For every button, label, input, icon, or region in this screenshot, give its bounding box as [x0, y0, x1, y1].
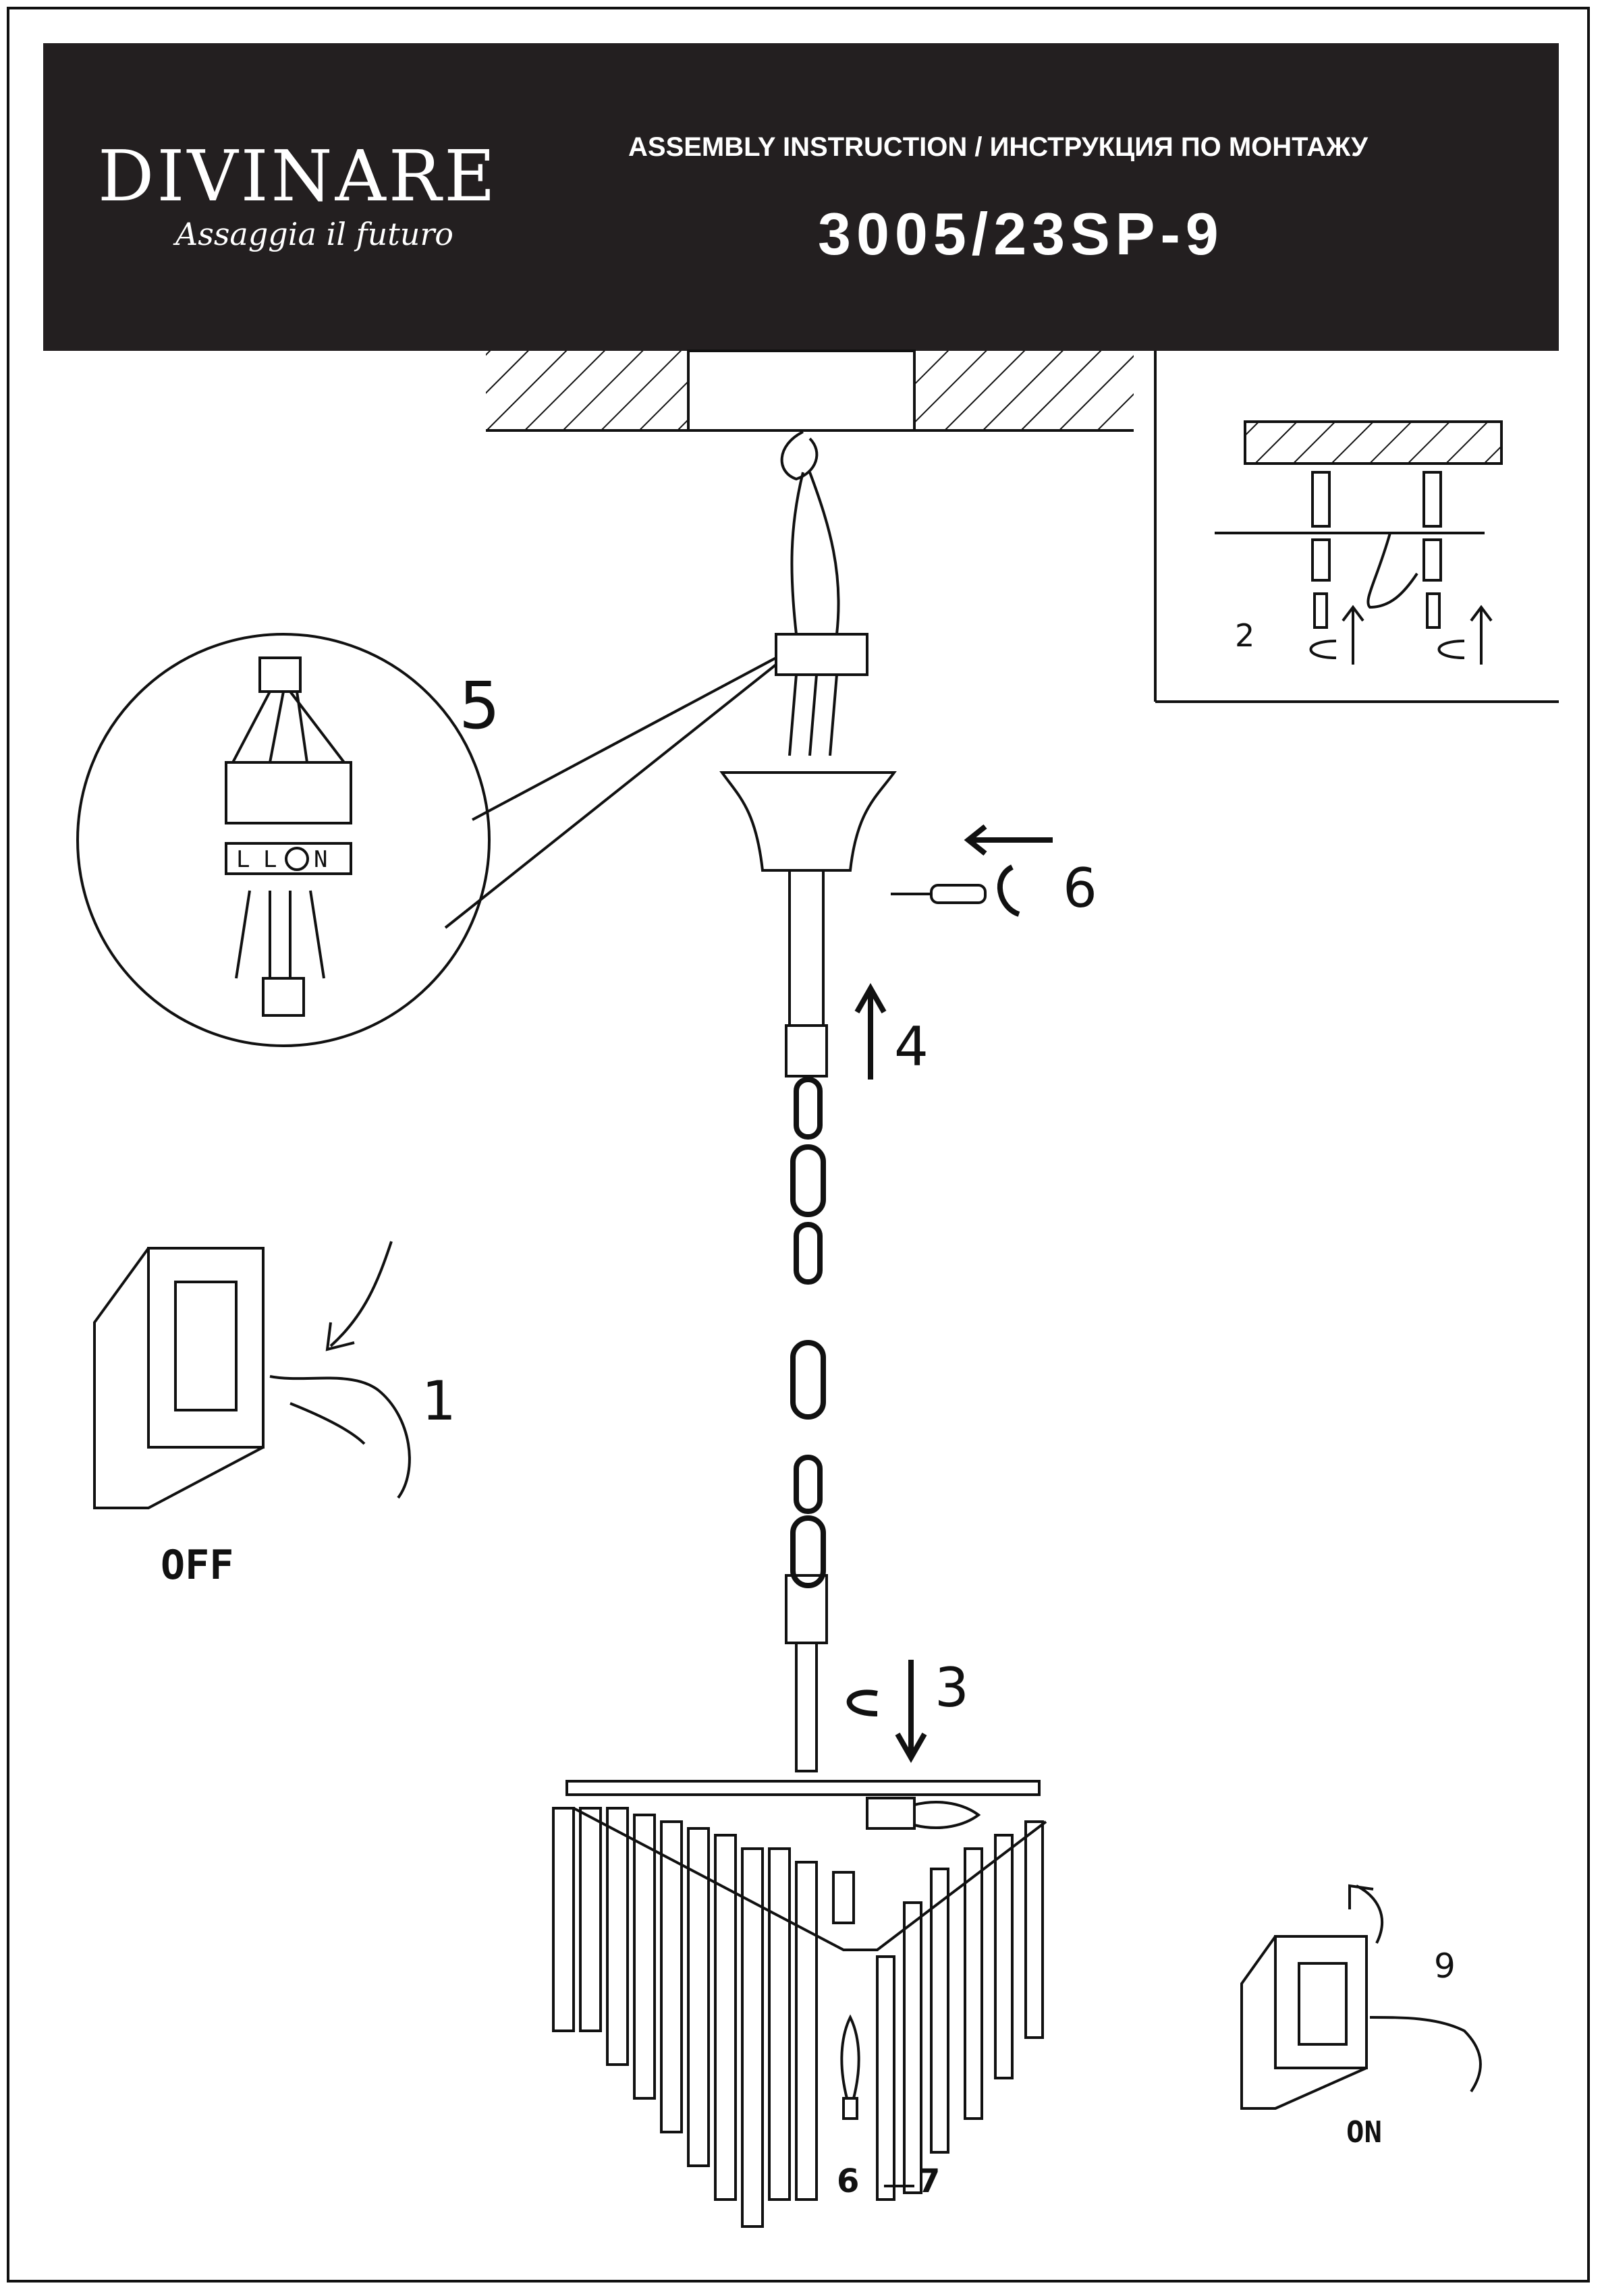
- page-title: ASSEMBLY INSTRUCTION / ИНСТРУКЦИЯ ПО МОН…: [628, 132, 1368, 162]
- mount-detail-box: [1154, 351, 1559, 703]
- bulb-icon: [840, 2014, 860, 2120]
- arrow-left-icon: [964, 824, 987, 856]
- rotate-arrow-icon: [1437, 640, 1465, 659]
- ground-icon: [285, 847, 309, 871]
- switch-on-icon: [1240, 1884, 1482, 2110]
- switch-off-icon: [93, 1247, 265, 1509]
- brand-tagline: Assaggia il futuro: [175, 216, 454, 252]
- page-frame: [7, 7, 1590, 2283]
- brand-logo: DIVINARE: [98, 135, 498, 217]
- hook-icon: [1366, 532, 1418, 609]
- header-banner: [43, 43, 1559, 351]
- screw-icon: [1311, 471, 1442, 629]
- rod-bottom: [785, 1574, 828, 1772]
- crystal-prisms: [552, 1807, 1044, 2228]
- terminal-label: N: [314, 846, 327, 873]
- step-1-label: 1: [422, 1370, 456, 1432]
- on-label: ON: [1346, 2115, 1382, 2150]
- arrow-up-icon: [854, 982, 887, 1080]
- arrow-down-icon: [895, 1660, 927, 1764]
- rotate-arrow-icon: [1309, 640, 1337, 659]
- ceiling-hook: [780, 430, 840, 635]
- rotate-arrow-icon: [997, 864, 1020, 917]
- arrow-up-icon: [1342, 605, 1364, 665]
- model-number: 3005/23SP-9: [818, 200, 1224, 267]
- curved-arrow-icon: [325, 1241, 393, 1351]
- terminal-label: L: [263, 846, 277, 873]
- step-9-label: 9: [1434, 1947, 1456, 1986]
- chandelier: [552, 1780, 1047, 2228]
- rotate-arrow-icon: [846, 1689, 878, 1716]
- off-label: OFF: [161, 1542, 234, 1589]
- arrow-up-icon: [1470, 605, 1493, 665]
- hand-icon: [269, 1375, 411, 1499]
- screwdriver-icon: [891, 884, 987, 904]
- canopy: [719, 771, 897, 1077]
- step-5-label: 5: [459, 668, 501, 744]
- wiring-detail-circle: [76, 633, 777, 1047]
- step-2-label: 2: [1235, 617, 1255, 654]
- step-6b-label: 6: [837, 2162, 860, 2200]
- terminal-labels: L L N: [236, 846, 327, 873]
- chain: [790, 1077, 826, 1588]
- step-7-label: 7: [918, 2162, 941, 2200]
- ceiling: [486, 349, 1134, 432]
- terminal-label: L: [236, 846, 250, 873]
- step-6-label: 6: [1063, 857, 1097, 920]
- step-3-label: 3: [935, 1656, 969, 1719]
- step-4-label: 4: [894, 1015, 929, 1078]
- terminal-block: [775, 633, 868, 756]
